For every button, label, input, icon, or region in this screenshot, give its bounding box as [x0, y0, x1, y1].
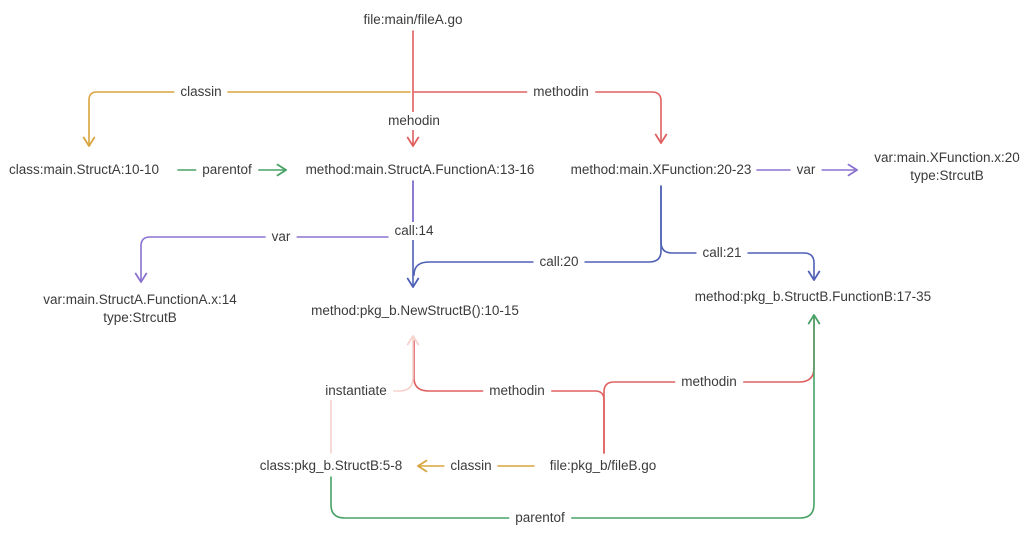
- node-method-functiona: method:main.StructA.FunctionA:13-16: [301, 161, 539, 179]
- node-method-xfunction: method:main.XFunction:20-23: [566, 161, 756, 179]
- edge-label-classin-top: classin: [174, 83, 228, 101]
- node-method-functionb: method:pkg_b.StructB.FunctionB:17-35: [690, 288, 936, 306]
- edge-methodin-filea-xfunction: [412, 91, 668, 144]
- edge-classin-filea-structa: [82, 91, 411, 147]
- edge-label-methodin-mid: methodin: [483, 382, 551, 400]
- node-var-functiona-x: var:main.StructA.FunctionA.x:14 type:Str…: [39, 291, 241, 327]
- node-sublabel: type:StrcutB: [103, 310, 177, 325]
- edge-label-call-14: call:14: [388, 222, 440, 240]
- edge-label-var-left: var: [265, 228, 297, 246]
- node-sublabel: type:StrcutB: [910, 168, 984, 183]
- edge-label-parentof-top: parentof: [196, 161, 258, 179]
- node-label: var:main.XFunction.x:20: [874, 150, 1020, 165]
- edge-label-call-21: call:21: [696, 244, 748, 262]
- edge-parentof-structb-functionb: [330, 314, 821, 519]
- edge-label-methodin-top: methodin: [527, 83, 595, 101]
- edge-label-methodin-right: methodin: [675, 373, 743, 391]
- node-class-structa: class:main.StructA:10-10: [4, 161, 164, 179]
- node-class-structb: class:pkg_b.StructB:5-8: [255, 457, 407, 475]
- node-method-newstructb: method:pkg_b.NewStructB():10-15: [307, 302, 523, 320]
- node-file-main-filea: file:main/fileA.go: [359, 11, 467, 29]
- edge-label-mehodin: mehodin: [382, 112, 446, 130]
- node-var-xfunction-x: var:main.XFunction.x:20 type:StrcutB: [870, 149, 1024, 185]
- edge-label-parentof-bottom: parentof: [509, 509, 571, 527]
- node-label: var:main.StructA.FunctionA.x:14: [43, 292, 237, 307]
- edge-label-call-20: call:20: [533, 253, 585, 271]
- edge-call-20: [413, 185, 662, 276]
- edge-label-instantiate: instantiate: [319, 382, 393, 400]
- edge-label-var-right: var: [790, 161, 822, 179]
- edge-call-21: [660, 185, 821, 281]
- edge-label-classin-bottom: classin: [444, 457, 498, 475]
- node-file-pkgb-fileb: file:pkg_b/fileB.go: [545, 457, 661, 475]
